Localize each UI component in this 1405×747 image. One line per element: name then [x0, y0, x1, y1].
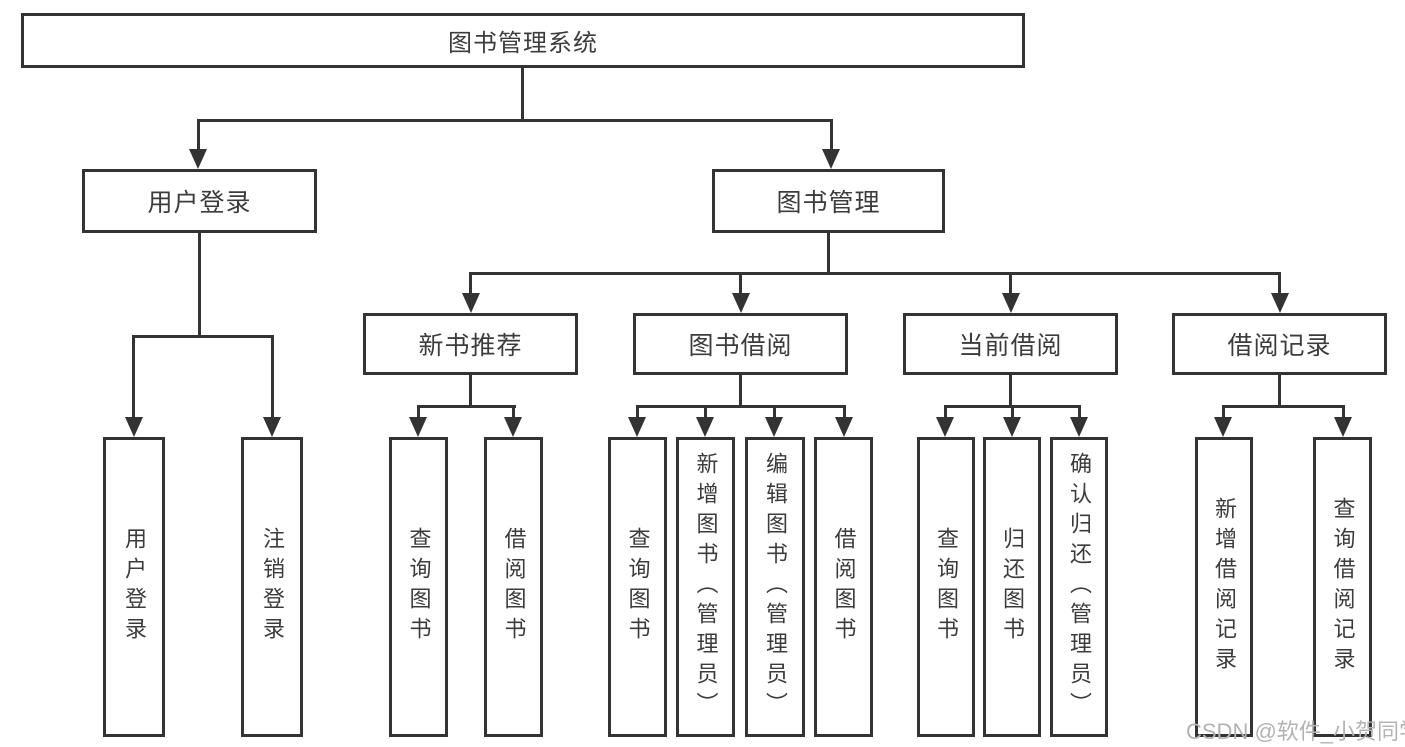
node-book-borrowing: 图书借阅 [633, 313, 848, 375]
arrow-down-icon [1003, 417, 1021, 437]
arrow-down-icon [1334, 417, 1352, 437]
leaf-borrow-books-recommend: 借阅图书 [484, 437, 543, 737]
connector-line [197, 119, 833, 122]
leaf-logout: 注销登录 [241, 437, 303, 737]
node-borrowing-records: 借阅记录 [1172, 313, 1387, 375]
connector-line [271, 335, 274, 419]
connector-line [636, 405, 846, 408]
arrow-down-icon [1214, 417, 1232, 437]
connector-line [417, 405, 420, 419]
connector-line [132, 335, 274, 338]
arrow-down-icon [409, 417, 427, 437]
node-book-management: 图书管理 [712, 169, 945, 233]
connector-line [827, 233, 830, 274]
arrow-down-icon [1002, 293, 1020, 313]
connector-line [1278, 272, 1281, 295]
connector-line [197, 119, 200, 152]
node-root-label: 图书管理系统 [448, 30, 598, 57]
connector-line [1011, 405, 1014, 419]
node-new-book-recommendation: 新书推荐 [363, 313, 578, 375]
connector-line [1278, 375, 1281, 408]
leaf-query-books-borrowing: 查询图书 [608, 437, 667, 737]
node-root: 图书管理系统 [21, 13, 1025, 68]
connector-line [521, 68, 524, 120]
connector-line [944, 405, 947, 419]
arrow-down-icon [263, 417, 281, 437]
arrow-down-icon [765, 417, 783, 437]
connector-line [1222, 405, 1225, 419]
leaf-edit-books-admin: 编辑图书（管理员） [745, 437, 805, 737]
node-current-borrowing-label: 当前借阅 [958, 332, 1063, 360]
connector-line [1222, 405, 1345, 408]
leaf-query-books-current: 查询图书 [917, 437, 975, 737]
connector-line [1009, 272, 1012, 295]
connector-line [739, 375, 742, 408]
leaf-add-books-admin: 新增图书（管理员） [676, 437, 735, 737]
arrow-down-icon [125, 417, 143, 437]
leaf-confirm-return-admin: 确认归还（管理员） [1050, 437, 1108, 737]
arrow-down-icon [1070, 417, 1088, 437]
connector-line [843, 405, 846, 419]
node-current-borrowing: 当前借阅 [903, 313, 1118, 375]
arrow-down-icon [822, 149, 840, 169]
connector-line [739, 272, 742, 295]
arrow-down-icon [1271, 293, 1289, 313]
leaf-query-books-recommend: 查询图书 [389, 437, 448, 737]
connector-line [512, 405, 515, 419]
leaf-query-borrow-record: 查询借阅记录 [1313, 437, 1372, 737]
arrow-down-icon [835, 417, 853, 437]
connector-line [704, 405, 707, 419]
node-book-management-label: 图书管理 [776, 189, 881, 217]
connector-line [636, 405, 639, 419]
connector-line [469, 375, 472, 408]
connector-line [469, 272, 1281, 275]
csdn-watermark: CSDN @软件_小贺同学 [1186, 719, 1405, 744]
leaf-borrow-books-borrowing: 借阅图书 [814, 437, 873, 737]
node-user-login-label: 用户登录 [147, 189, 252, 217]
leaf-user-login: 用户登录 [103, 437, 165, 737]
arrow-down-icon [732, 293, 750, 313]
connector-line [198, 233, 201, 337]
connector-line [1078, 405, 1081, 419]
arrow-down-icon [189, 149, 207, 169]
connector-line [773, 405, 776, 419]
arrow-down-icon [504, 417, 522, 437]
connector-line [469, 272, 472, 295]
connector-line [1342, 405, 1345, 419]
leaf-add-borrow-record: 新增借阅记录 [1195, 437, 1253, 737]
connector-line [417, 405, 516, 408]
arrow-down-icon [696, 417, 714, 437]
connector-line [830, 119, 833, 152]
node-user-login: 用户登录 [82, 169, 317, 233]
arrow-down-icon [936, 417, 954, 437]
node-book-borrowing-label: 图书借阅 [688, 332, 793, 360]
connector-line [1009, 375, 1012, 408]
node-new-book-recommendation-label: 新书推荐 [418, 332, 523, 360]
arrow-down-icon [628, 417, 646, 437]
node-borrowing-records-label: 借阅记录 [1227, 332, 1332, 360]
leaf-return-books: 归还图书 [983, 437, 1041, 737]
connector-line [132, 335, 135, 419]
arrow-down-icon [462, 293, 480, 313]
